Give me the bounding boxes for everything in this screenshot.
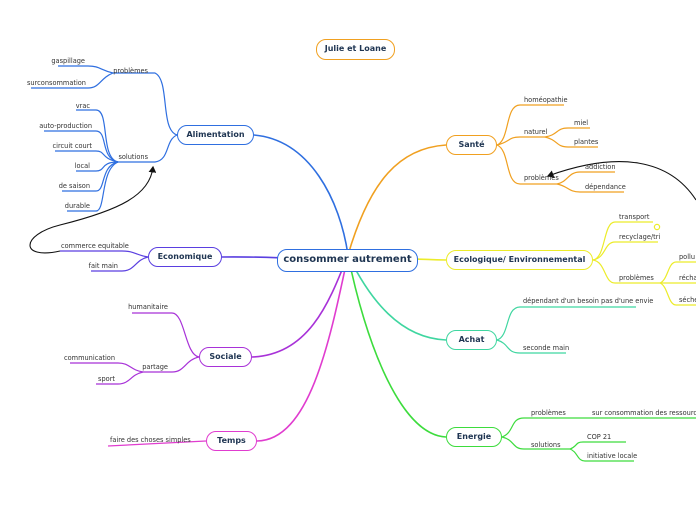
leaf-sport[interactable]: sport <box>98 375 115 383</box>
leaf-humanitaire[interactable]: humanitaire <box>128 303 168 311</box>
leaf-cop21[interactable]: COP 21 <box>587 433 612 441</box>
sante-naturel-label[interactable]: naturel <box>524 128 548 136</box>
energie-solutions-label[interactable]: solutions <box>531 441 561 449</box>
branch-temps[interactable]: Temps <box>206 431 257 451</box>
ecologique-problemes-label[interactable]: problèmes <box>619 274 654 282</box>
collapse-toggle-icon[interactable] <box>653 223 661 231</box>
leaf-besoin-pas-envie[interactable]: dépendant d'un besoin pas d'une envie <box>523 297 654 305</box>
leaf-local[interactable]: local <box>74 162 90 170</box>
leaf-auto-production[interactable]: auto-production <box>39 122 92 130</box>
sante-problemes-label[interactable]: problèmes <box>524 174 559 182</box>
leaf-seconde-main[interactable]: seconde main <box>523 344 570 352</box>
leaf-plantes[interactable]: plantes <box>574 138 599 146</box>
leaf-fait-main[interactable]: fait main <box>88 262 118 270</box>
leaf-durable[interactable]: durable <box>64 202 90 210</box>
branch-achat[interactable]: Achat <box>446 330 497 350</box>
leaf-pollution[interactable]: pollu <box>679 253 696 261</box>
leaf-miel[interactable]: miel <box>574 119 589 127</box>
branch-sociale[interactable]: Sociale <box>199 347 252 367</box>
leaf-communication[interactable]: communication <box>64 354 115 362</box>
leaf-gaspillage[interactable]: gaspillage <box>51 57 85 65</box>
branch-sante[interactable]: Santé <box>446 135 497 155</box>
leaf-de-saison[interactable]: de saison <box>58 182 90 190</box>
leaf-circuit-court[interactable]: circuit court <box>52 142 92 150</box>
leaf-transport[interactable]: transport <box>619 213 650 221</box>
alimentation-solutions-label[interactable]: solutions <box>118 153 148 161</box>
leaf-dependance[interactable]: dépendance <box>585 183 626 191</box>
branch-economique[interactable]: Economique <box>148 247 222 267</box>
leaf-recyclage-tri[interactable]: recyclage/tri <box>619 233 661 241</box>
branch-alimentation[interactable]: Alimentation <box>177 125 254 145</box>
leaf-addiction[interactable]: addiction <box>585 163 616 171</box>
leaf-vrac[interactable]: vrac <box>75 102 90 110</box>
leaf-homeopathie[interactable]: homéopathie <box>524 96 568 104</box>
leaf-secheresse[interactable]: séche <box>679 296 696 304</box>
leaf-surconsommation[interactable]: surconsommation <box>26 79 86 87</box>
leaf-sur-consommation-ressources[interactable]: sur consommation des ressources na <box>592 409 696 417</box>
title-tag[interactable]: Julie et Loane <box>316 39 395 60</box>
leaf-initiative-locale[interactable]: initiative locale <box>587 452 638 460</box>
leaf-rechauffement[interactable]: réchau <box>679 274 696 282</box>
alimentation-problemes-label[interactable]: problèmes <box>113 67 148 75</box>
branch-energie[interactable]: Energie <box>446 427 502 447</box>
leaf-commerce-equitable[interactable]: commerce equitable <box>61 242 129 250</box>
sociale-partage-label[interactable]: partage <box>142 363 168 371</box>
energie-problemes-label[interactable]: problèmes <box>531 409 566 417</box>
central-topic[interactable]: consommer autrement <box>277 249 418 272</box>
branch-ecologique[interactable]: Ecologique/ Environnemental <box>446 250 593 270</box>
leaf-faire-des-choses-simples[interactable]: faire des choses simples <box>110 436 191 444</box>
